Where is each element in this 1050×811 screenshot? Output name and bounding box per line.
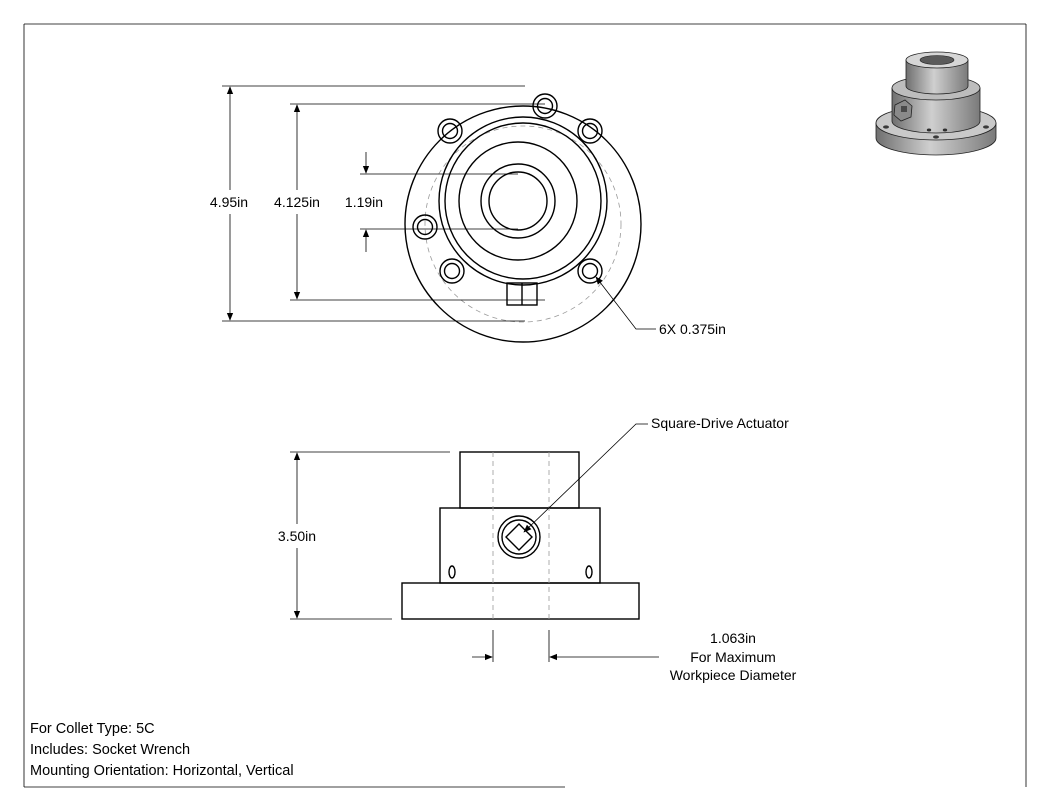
dimension-bolt-circle: 4.125in bbox=[274, 104, 320, 300]
leader-actuator: Square-Drive Actuator bbox=[523, 415, 789, 533]
side-hole bbox=[448, 565, 456, 579]
mounting-hole bbox=[577, 258, 603, 284]
mounting-hole bbox=[439, 258, 465, 284]
dimension-label-bore: 1.19in bbox=[345, 194, 383, 210]
dimension-label-bolt-circle: 4.125in bbox=[274, 194, 320, 210]
note-mounting-orientation: Mounting Orientation: Horizontal, Vertic… bbox=[30, 763, 294, 779]
leader-holes: 6X 0.375in bbox=[595, 276, 726, 337]
square-drive-actuator bbox=[497, 515, 541, 559]
mounting-hole bbox=[412, 214, 438, 240]
front-view-extension-lines bbox=[222, 85, 545, 322]
side-view-extension-lines bbox=[290, 451, 550, 662]
mounting-hole bbox=[532, 93, 558, 119]
body-section bbox=[439, 507, 601, 584]
side-view bbox=[401, 451, 640, 620]
dimension-height: 3.50in bbox=[278, 452, 316, 619]
bore-circle bbox=[488, 171, 548, 231]
bolt-circle-line bbox=[424, 125, 622, 323]
dimension-label-capacity-line1: For Maximum bbox=[690, 649, 776, 665]
label-holes: 6X 0.375in bbox=[659, 321, 726, 337]
body-inner-circle bbox=[444, 122, 602, 280]
front-view bbox=[404, 93, 642, 343]
nose-section bbox=[459, 451, 580, 509]
flange-outer-circle bbox=[404, 105, 642, 343]
isometric-view bbox=[875, 51, 997, 156]
dimension-label-capacity-line2: Workpiece Diameter bbox=[670, 667, 797, 683]
dimension-capacity: 1.063in For Maximum Workpiece Diameter bbox=[472, 630, 797, 683]
label-actuator: Square-Drive Actuator bbox=[651, 415, 789, 431]
dimension-bore: 1.19in bbox=[345, 152, 383, 252]
dimension-label-height: 3.50in bbox=[278, 528, 316, 544]
notes: For Collet Type: 5C Includes: Socket Wre… bbox=[30, 721, 294, 779]
body-circle bbox=[438, 116, 608, 286]
sheet-border bbox=[23, 23, 1027, 788]
dimension-label-outer-diameter: 4.95in bbox=[210, 194, 248, 210]
dimension-outer-diameter: 4.95in bbox=[210, 86, 248, 321]
nose-inner-circle bbox=[480, 163, 556, 239]
mounting-holes bbox=[412, 93, 603, 284]
mounting-hole bbox=[577, 118, 603, 144]
side-hole bbox=[585, 565, 593, 579]
dimension-label-capacity: 1.063in bbox=[710, 630, 756, 646]
note-includes: Includes: Socket Wrench bbox=[30, 742, 190, 758]
note-collet-type: For Collet Type: 5C bbox=[30, 721, 155, 737]
mounting-hole bbox=[437, 118, 463, 144]
flange-section bbox=[401, 582, 640, 620]
nose-circle bbox=[458, 141, 578, 261]
